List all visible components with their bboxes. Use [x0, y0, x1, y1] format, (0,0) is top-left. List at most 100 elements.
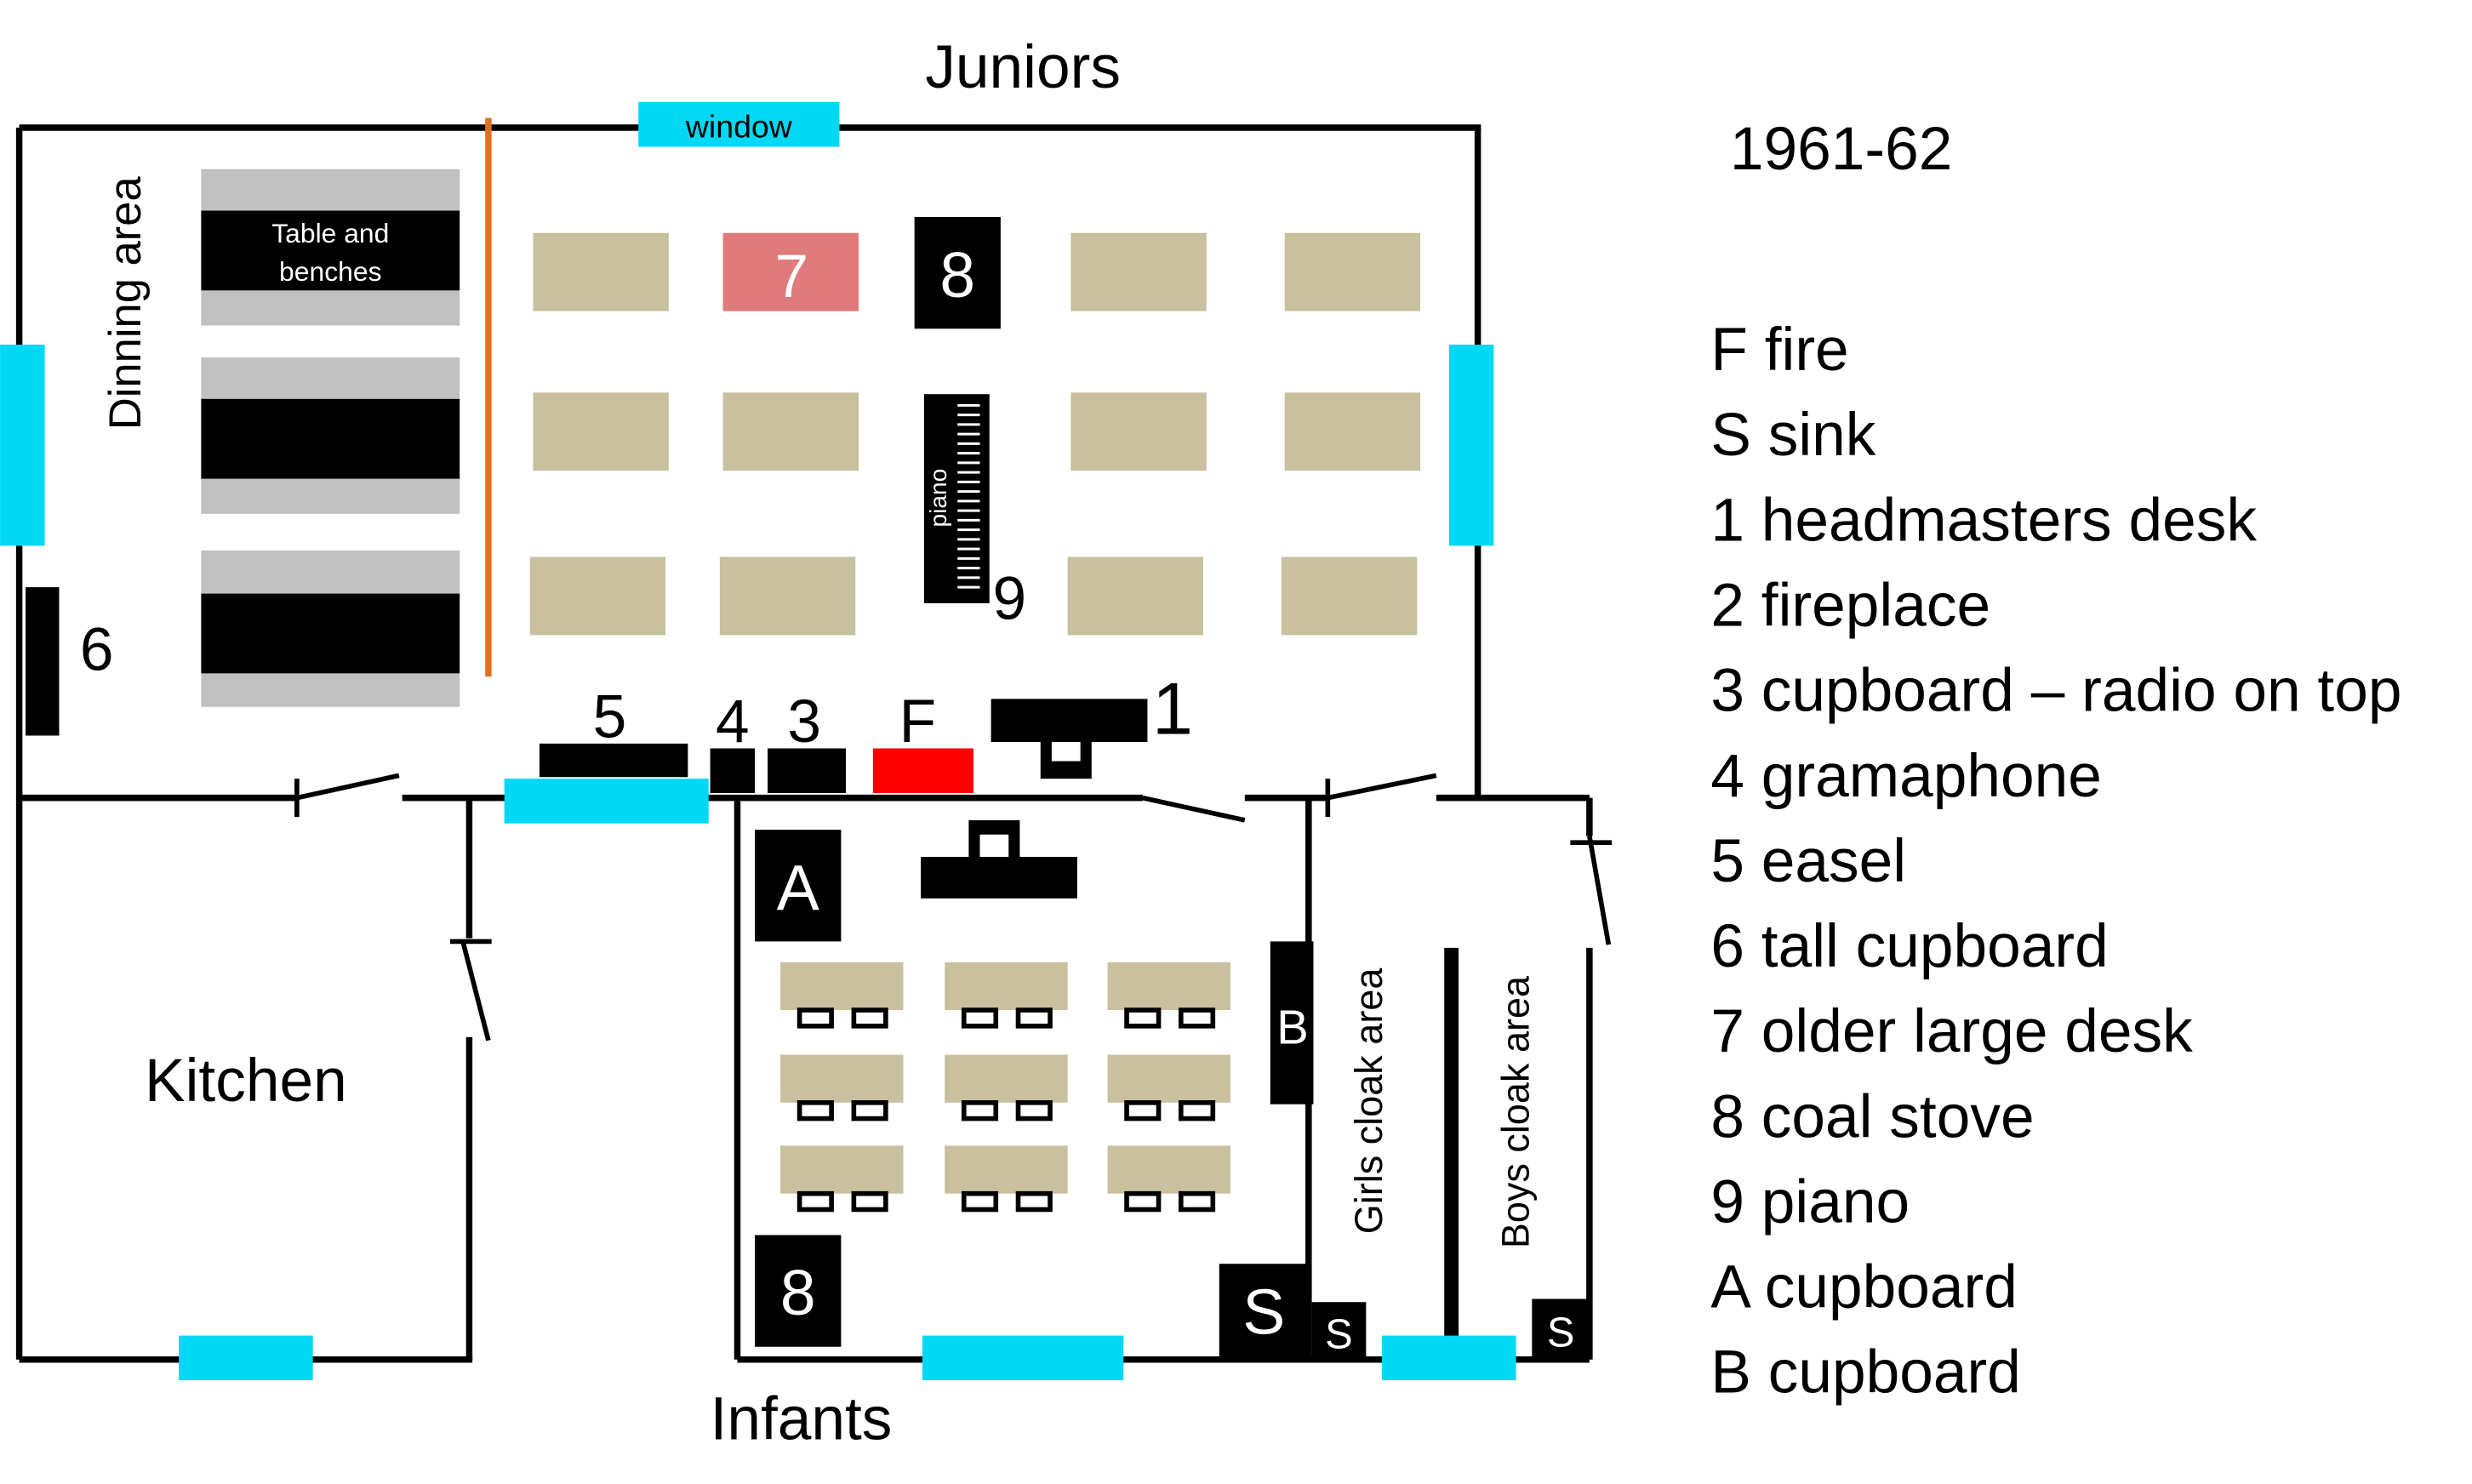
- doors: [294, 773, 1613, 1042]
- desk: [1067, 556, 1204, 636]
- table-label-line1: Table and: [271, 218, 389, 248]
- infant-chair: [1124, 1099, 1162, 1122]
- sink-large: [1219, 1264, 1309, 1356]
- legend-item: 7 older large desk: [1710, 997, 2193, 1065]
- legend-item: S sink: [1710, 401, 1875, 469]
- marker-8-bottom: 8: [780, 1257, 816, 1328]
- legend-item: 5 easel: [1710, 827, 1906, 895]
- legend-item: F fire: [1710, 316, 1848, 384]
- desk: [1070, 392, 1207, 471]
- infants-label: Infants: [711, 1384, 893, 1453]
- infant-desk: [1107, 1145, 1230, 1194]
- infant-chair: [1015, 1190, 1053, 1213]
- legend-item: 2 fireplace: [1710, 571, 1990, 639]
- table-label-line2: benches: [279, 256, 381, 287]
- legend-item: B cupboard: [1710, 1338, 2020, 1407]
- headmasters-chair-seat: [1051, 742, 1081, 762]
- marker-F: F: [899, 688, 937, 756]
- window-label: window: [685, 108, 793, 144]
- infant-chair: [961, 1190, 999, 1213]
- headmasters-desk: [991, 699, 1148, 742]
- teacher-chair-seat: [979, 834, 1009, 858]
- coal-stove-infants: [755, 1235, 842, 1347]
- desk: [1281, 556, 1418, 636]
- marker-S-large: S: [1242, 1276, 1285, 1348]
- infant-chair: [851, 1099, 888, 1122]
- tall-cupboard: [26, 587, 60, 736]
- legend-item: 6 tall cupboard: [1710, 912, 2108, 980]
- infant-desk: [945, 1145, 1068, 1194]
- marker-5: 5: [593, 682, 627, 751]
- cupboard-b: [1270, 941, 1314, 1104]
- desk: [533, 232, 669, 311]
- infant-chair: [1178, 1099, 1216, 1122]
- legend-item: A cupboard: [1710, 1253, 2017, 1321]
- infant-chair: [961, 1007, 999, 1029]
- infant-desk: [945, 1054, 1068, 1103]
- piano-label: piano: [925, 469, 951, 528]
- marker-S-boys: S: [1547, 1310, 1575, 1356]
- cupboard-radio: [768, 748, 846, 794]
- infant-chair: [796, 1099, 834, 1122]
- older-large-desk: [722, 232, 859, 311]
- marker-S-girls: S: [1325, 1312, 1353, 1358]
- infant-desk: [780, 962, 904, 1011]
- year-label: 1961-62: [1730, 115, 1952, 183]
- infant-desk: [1107, 1054, 1230, 1103]
- easel: [539, 743, 688, 778]
- infant-chair: [961, 1099, 999, 1122]
- window-right: [1448, 345, 1494, 546]
- window-middle: [504, 779, 709, 824]
- fire: [872, 748, 974, 794]
- marker-4: 4: [716, 688, 750, 756]
- marker-8-top: 8: [939, 239, 975, 311]
- cloak-divider-wall: [1444, 947, 1459, 1338]
- desk: [533, 392, 669, 471]
- dining-area-label: Dinning area: [100, 176, 151, 430]
- infant-desk: [780, 1054, 904, 1103]
- gramaphone: [710, 748, 756, 794]
- infant-chair: [1015, 1007, 1053, 1029]
- coal-stove-juniors: [914, 217, 1001, 329]
- window-kitchen: [179, 1335, 313, 1381]
- window-top: [638, 102, 840, 147]
- piano-keys: [957, 403, 980, 589]
- infant-chair: [1124, 1190, 1162, 1213]
- table-1: [201, 210, 460, 291]
- infant-desk: [1107, 962, 1230, 1011]
- teacher-desk: [921, 857, 1077, 899]
- marker-9: 9: [993, 565, 1027, 633]
- marker-3: 3: [787, 688, 821, 756]
- window-infants: [922, 1335, 1124, 1381]
- desk: [1284, 232, 1421, 311]
- dining-tables: [201, 168, 460, 707]
- desk: [1284, 392, 1421, 471]
- infant-desk: [945, 962, 1068, 1011]
- marker-1: 1: [1152, 669, 1193, 751]
- infant-desk: [780, 1145, 904, 1194]
- legend: F fire S sink 1 headmasters desk 2 fireplac…: [1710, 316, 2401, 1407]
- infant-chair: [851, 1007, 888, 1029]
- kitchen-label: Kitchen: [145, 1047, 347, 1115]
- infant-chair: [851, 1190, 888, 1213]
- marker-6: 6: [80, 616, 114, 684]
- table-2: [201, 398, 460, 479]
- marker-B: B: [1276, 1000, 1309, 1053]
- desk: [719, 556, 856, 636]
- sink-girls: [1311, 1302, 1367, 1360]
- table-3: [201, 593, 460, 674]
- legend-item: 1 headmasters desk: [1710, 486, 2257, 554]
- desk: [529, 556, 666, 636]
- infant-chair: [796, 1007, 834, 1029]
- infant-chair: [796, 1190, 834, 1213]
- juniors-label: Juniors: [925, 33, 1121, 101]
- desk: [1070, 232, 1207, 311]
- window-left: [0, 345, 45, 546]
- marker-7: 7: [774, 243, 808, 311]
- legend-item: 8 coal stove: [1710, 1082, 2034, 1150]
- legend-item: 4 gramaphone: [1710, 742, 2102, 810]
- legend-item: 9 piano: [1710, 1167, 1910, 1236]
- desk: [722, 392, 859, 471]
- marker-A: A: [777, 852, 819, 923]
